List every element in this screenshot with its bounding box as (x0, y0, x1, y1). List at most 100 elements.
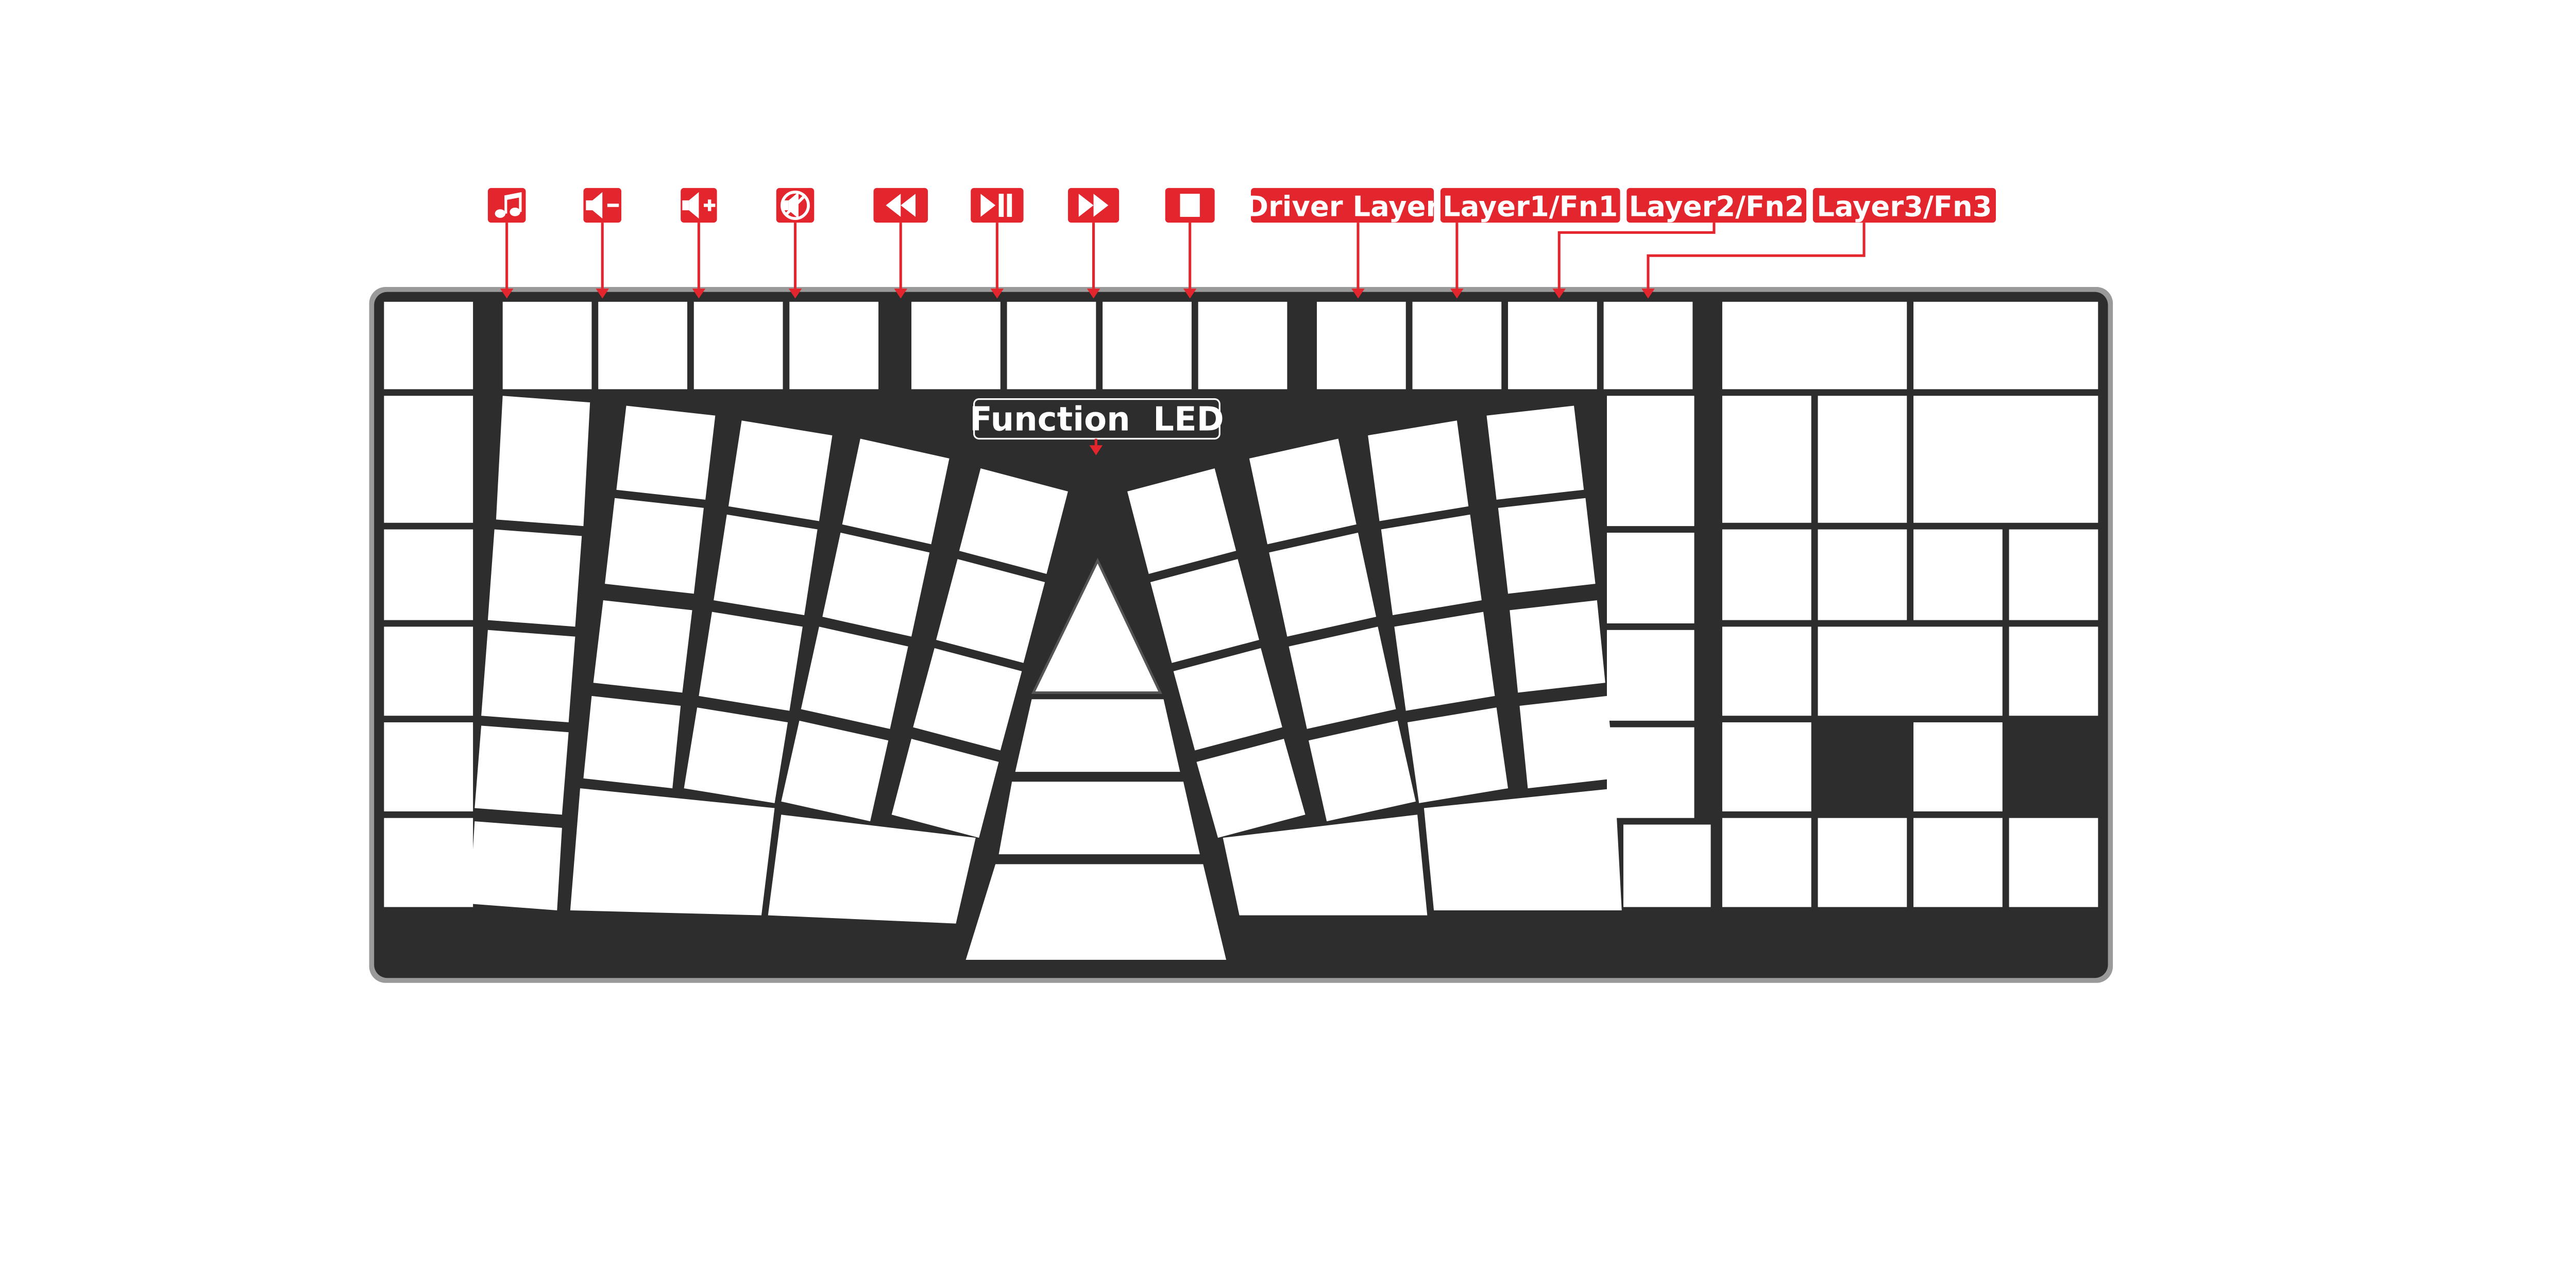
arrowhead (1183, 289, 1197, 299)
keycap (684, 707, 788, 803)
keycap (789, 301, 879, 389)
keycap (384, 818, 473, 907)
keycap (2009, 626, 2098, 716)
callout-lines (505, 223, 1866, 289)
keycap (384, 722, 473, 811)
keycap (1498, 498, 1596, 594)
keycap (822, 532, 930, 637)
keycap (1316, 301, 1406, 389)
next-track-icon (1078, 194, 1109, 217)
keycap (1173, 648, 1282, 751)
keycap (1623, 824, 1711, 907)
keycap (1607, 727, 1694, 818)
keycap (1607, 630, 1694, 721)
arrowhead (1450, 289, 1464, 299)
keycap (616, 405, 716, 500)
music-note-icon (495, 192, 522, 218)
arrowhead (1351, 289, 1365, 299)
label-next (1067, 188, 1120, 223)
keycap (384, 626, 473, 716)
keycap (1394, 612, 1495, 711)
keycap (1818, 818, 1907, 907)
label-vol-down (583, 188, 622, 223)
keycap (936, 559, 1045, 663)
previous-track-icon (886, 194, 916, 217)
keycap (1722, 818, 1811, 907)
keycap (496, 396, 590, 527)
keycap (699, 612, 803, 711)
keycap (1196, 739, 1306, 838)
keycap (1818, 396, 1907, 523)
keycap (1722, 396, 1811, 523)
label-box (1626, 188, 1807, 223)
arrowhead (990, 289, 1004, 299)
keycap (959, 468, 1068, 574)
keycap (2009, 818, 2098, 907)
keycap (1913, 818, 2003, 907)
keycap (1007, 301, 1096, 389)
keycap (693, 301, 783, 389)
keycap (1722, 529, 1811, 620)
keycap (1913, 301, 2098, 389)
keycap (842, 438, 950, 545)
keycap (728, 420, 833, 521)
keycap (1407, 707, 1509, 803)
label-stop (1165, 188, 1215, 223)
label-vol-up (681, 188, 717, 223)
label-text: Layer1/Fn1 (1443, 190, 1618, 223)
keycap (1103, 301, 1192, 389)
keycap (605, 498, 704, 594)
label-driver-layer: Driver Layer (1245, 188, 1439, 223)
keycap (1519, 696, 1615, 789)
keycap (502, 301, 592, 389)
keycap (487, 529, 582, 627)
label-prev (873, 188, 928, 223)
keycap (1198, 301, 1287, 389)
keycap (1818, 529, 1907, 620)
keycap (1913, 529, 2003, 620)
keycap (2009, 529, 2098, 620)
keycap (891, 739, 999, 838)
keycap (1818, 626, 2003, 716)
arrowhead (788, 289, 802, 299)
keycap (1015, 699, 1180, 772)
arrowhead (596, 289, 609, 299)
leader-line (1557, 223, 1716, 289)
function-led-label: Function LED (970, 400, 1224, 438)
keycap (1913, 722, 2003, 811)
arrowhead (692, 289, 706, 299)
arrowhead (500, 289, 514, 299)
keycap (481, 630, 575, 723)
keycap (384, 396, 473, 523)
volume-down-icon (586, 192, 619, 219)
label-mute (776, 188, 815, 223)
stop-icon (1180, 194, 1200, 217)
keycap (1510, 600, 1605, 693)
keycap (570, 788, 775, 916)
label-box (1251, 188, 1434, 223)
label-text: Layer2/Fn2 (1629, 190, 1804, 223)
volume-up-icon (682, 192, 716, 219)
arrowhead (1641, 289, 1655, 299)
keycap (1603, 301, 1693, 389)
keycap (714, 514, 818, 615)
label-box (971, 188, 1024, 223)
keycap (1150, 559, 1260, 663)
keycap (1722, 722, 1811, 811)
keycap (1722, 301, 1907, 389)
label-play-pause (971, 188, 1024, 223)
label-box (1812, 188, 1996, 223)
label-box (1440, 188, 1620, 223)
keycap (1269, 532, 1377, 637)
function-led-callout: Function LED (970, 398, 1224, 455)
keycap (1381, 514, 1482, 615)
keycap (593, 600, 692, 693)
keycap (1607, 532, 1694, 623)
function-led-indicator (1031, 557, 1162, 694)
keycap (998, 782, 1200, 855)
keycap (1289, 626, 1396, 729)
keycap (1223, 815, 1428, 916)
keycap (965, 864, 1227, 960)
media-key-labels (487, 188, 1215, 223)
